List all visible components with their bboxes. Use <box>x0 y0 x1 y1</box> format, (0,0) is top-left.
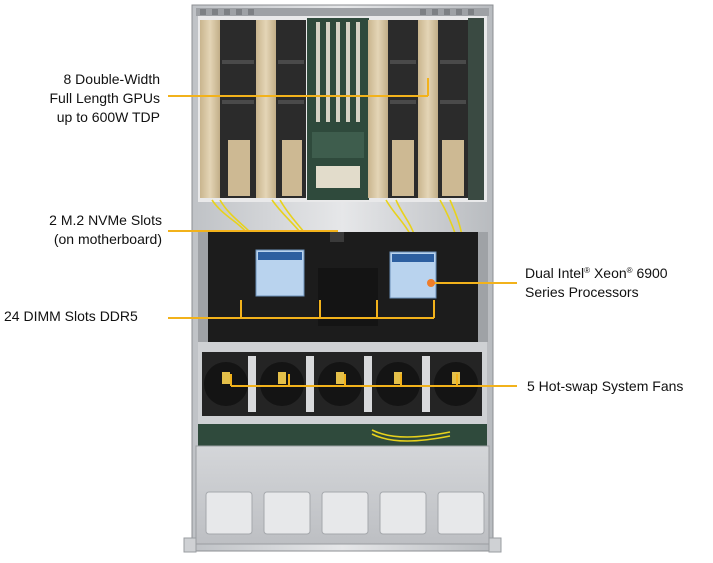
fan-callout-label: 5 Hot-swap System Fans <box>527 377 683 396</box>
fan <box>318 362 362 406</box>
gpu-callout-line3: up to 600W TDP <box>56 109 160 125</box>
cpu-callout-line2: Series Processors <box>525 284 639 300</box>
fan <box>204 362 248 406</box>
cpu-callout-text-b: Xeon <box>590 265 627 281</box>
cpu-memory-area <box>198 232 488 342</box>
cpu-heatsink <box>389 251 437 299</box>
nvme-slot <box>330 232 344 242</box>
fan-callout-line1: 5 Hot-swap System Fans <box>527 378 684 394</box>
front-drive-bays <box>183 445 502 553</box>
callout-lines <box>168 78 517 387</box>
nvme-callout-line1: 2 M.2 NVMe Slots <box>49 212 162 228</box>
fan-callout-line <box>230 374 517 387</box>
fan <box>260 362 304 406</box>
gpu-callout-line1: 8 Double-Width <box>63 71 161 87</box>
fan-bay <box>198 342 487 424</box>
cpu-callout-dot <box>427 279 435 287</box>
gpu-callout-line2: Full Length GPUs <box>49 90 161 106</box>
cpu-callout-label: Dual Intel® Xeon® 6900 Series Processors <box>525 264 668 302</box>
nvme-callout-label: 2 M.2 NVMe Slots (on motherboard) <box>10 211 162 249</box>
dimm-callout-line <box>168 300 435 319</box>
cpu-callout-line1: Dual Intel® Xeon® 6900 <box>525 264 668 283</box>
cpu-callout-text-c: 6900 <box>632 265 668 281</box>
dimm-callout-label: 24 DIMM Slots DDR5 <box>4 307 138 326</box>
cpu-heatsink <box>255 249 305 297</box>
gpu-callout-label: 8 Double-Width Full Length GPUs up to 60… <box>10 70 161 127</box>
lower-board <box>198 424 487 446</box>
dimm-callout-line1: 24 DIMM Slots DDR5 <box>4 308 138 324</box>
cpu-callout-text-a: Dual Intel <box>525 265 585 281</box>
gpu-callout-line <box>168 78 429 97</box>
registered-mark: ® <box>626 266 633 275</box>
gpu-bay <box>198 16 487 202</box>
nvme-callout-line2: (on motherboard) <box>53 231 162 247</box>
registered-mark: ® <box>584 266 591 275</box>
fan <box>376 362 420 406</box>
